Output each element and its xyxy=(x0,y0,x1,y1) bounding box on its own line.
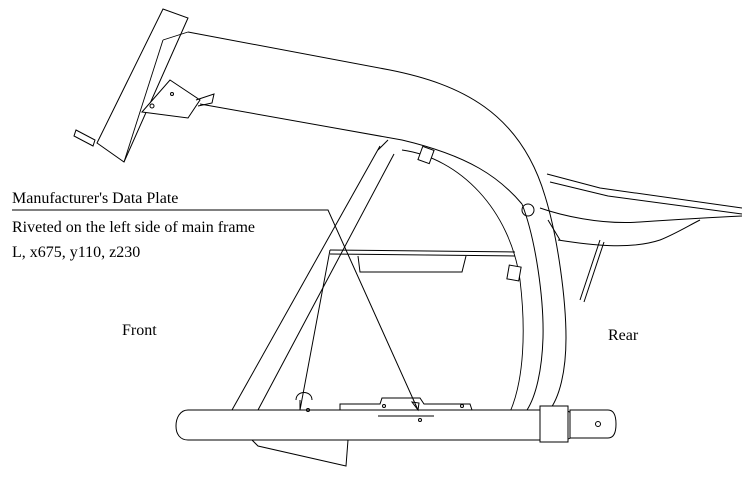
down-tube xyxy=(231,139,395,411)
axle-plate xyxy=(539,405,617,443)
diagonal-brace xyxy=(299,249,331,411)
cross-plate xyxy=(329,249,516,273)
callout-leader xyxy=(12,209,420,412)
lower-rail xyxy=(175,392,581,441)
steering-head xyxy=(73,8,189,163)
front-label: Front xyxy=(122,322,157,339)
cable-arc xyxy=(401,145,524,413)
callout-location-text: Riveted on the left side of main frame xyxy=(12,219,256,236)
seat-rail xyxy=(539,173,742,303)
steering-gusset xyxy=(141,79,215,119)
callout-coordinates-text: L, x675, y110, z230 xyxy=(12,244,141,261)
callout-title: Manufacturer's Data Plate xyxy=(12,190,179,207)
skid-shoe xyxy=(251,439,349,467)
rear-label: Rear xyxy=(608,327,639,344)
top-tube xyxy=(187,31,546,205)
rear-loop xyxy=(521,195,567,413)
